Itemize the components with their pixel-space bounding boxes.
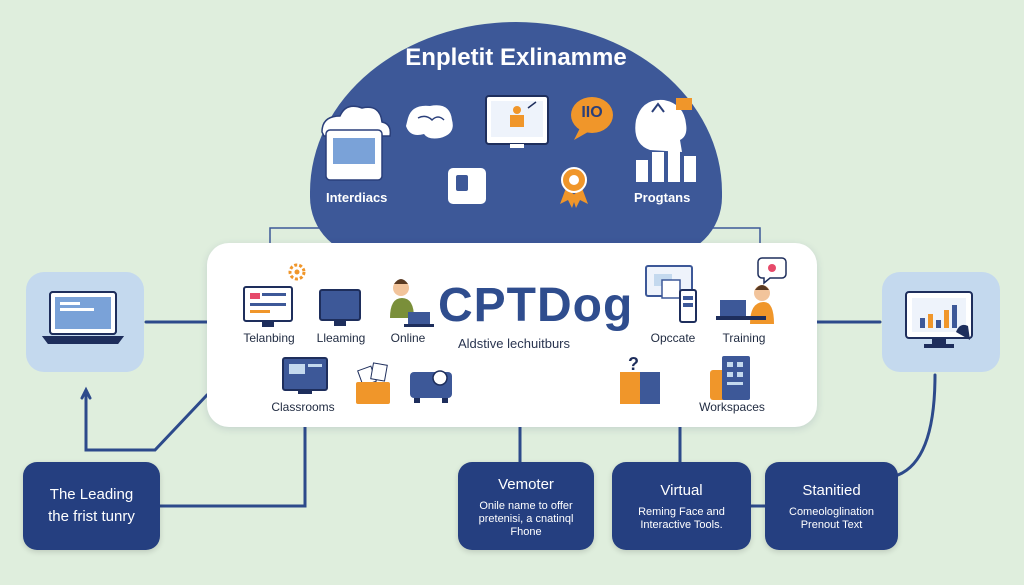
- projector-icon: [410, 370, 452, 403]
- award-ribbon-icon: [560, 167, 588, 208]
- laptop-icon-front: [42, 291, 124, 344]
- brand-subtitle: Aldstive lechuitburs: [458, 336, 570, 351]
- brain-icon: [406, 105, 453, 139]
- bar-chart-icon: [636, 150, 696, 182]
- workspace-icon: [710, 356, 750, 400]
- cloud-tablet-icon: [321, 105, 392, 181]
- box-vemoter-text: Onile name to offer pretenisi, a cnatinq…: [478, 499, 574, 538]
- svg-text:?: ?: [628, 354, 639, 374]
- item-workspaces: Workspaces: [699, 400, 765, 414]
- box-stanitied-title: Stanitied: [802, 482, 861, 499]
- speech-bubble-icon: [571, 97, 613, 140]
- box-vemoter-title: Vemoter: [498, 475, 554, 493]
- item-learning: Lleaming: [316, 331, 366, 345]
- analytics-monitor-icon-front: [905, 291, 973, 348]
- box-vemoter: Vemoter Onile name to offer pretenisi, a…: [458, 462, 594, 550]
- chat-bubble-icon: [757, 257, 787, 285]
- item-online: Online: [390, 331, 426, 345]
- box-virtual-text: Reming Face and Interactive Tools.: [638, 506, 725, 531]
- cloud-label-left: Interdiacs: [326, 190, 388, 205]
- diagram-title: Enpletit Exlinamme: [405, 44, 627, 71]
- student-laptop-icon: [390, 279, 434, 327]
- folder-icon: [356, 362, 390, 404]
- question-book-icon: ?: [620, 354, 660, 404]
- item-training: Training: [722, 331, 766, 345]
- monitor-teacher-icon: [485, 95, 549, 148]
- document-icon: [448, 168, 486, 204]
- speech-bubble-text: IIO: [581, 104, 603, 121]
- head-profile-icon: [635, 98, 692, 152]
- monitor-icon: [243, 286, 293, 327]
- classroom-screen-icon: [282, 357, 328, 394]
- desktop-icon: [319, 289, 361, 326]
- multi-device-icon: [645, 265, 697, 323]
- box-stanitied-text: Comeologlination Prenout Text: [789, 506, 874, 531]
- person-working-icon: [716, 285, 774, 324]
- box-virtual: Virtual Reming Face and Interactive Tool…: [612, 462, 751, 550]
- item-classrooms: Classrooms: [271, 400, 335, 414]
- box-leading-title: The Leading: [49, 486, 134, 503]
- box-virtual-title: Virtual: [660, 482, 703, 499]
- box-leading: The Leading the frist tunry: [23, 462, 160, 550]
- gear-icon: [288, 263, 306, 281]
- box-stanitied: Stanitied Comeologlination Prenout Text: [765, 462, 898, 550]
- cloud-label-right: Progtans: [634, 190, 691, 205]
- item-opccate: Opccate: [650, 331, 696, 345]
- item-telanbing: Telanbing: [243, 331, 295, 345]
- box-leading-text: the frist tunry: [48, 508, 135, 525]
- brand-title: CPTDog: [438, 279, 634, 332]
